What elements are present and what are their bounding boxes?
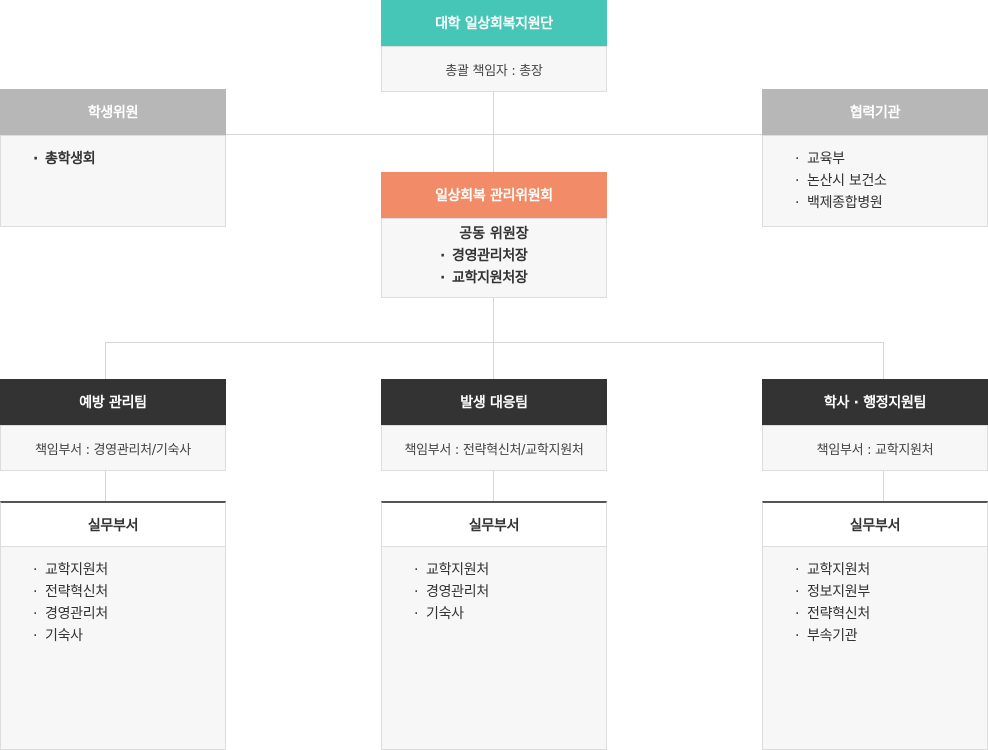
team-dept: 책임부서 : 교학지원처 bbox=[816, 442, 934, 458]
team-dept-box: 책임부서 : 전략혁신처/교학지원처 bbox=[381, 425, 607, 471]
list-item: 교학지원처 bbox=[31, 559, 225, 581]
connector-teams-horizontal bbox=[105, 342, 883, 343]
list-item: 부속기관 bbox=[793, 625, 987, 647]
list-item: 교학지원처 bbox=[793, 559, 987, 581]
team-dept-box: 책임부서 : 교학지원처 bbox=[762, 425, 988, 471]
partner-box: 교육부 논산시 보건소 백제종합병원 bbox=[762, 135, 988, 227]
connector-top-vertical bbox=[493, 91, 494, 172]
team-title: 학사 · 행정지원팀 bbox=[762, 379, 988, 425]
list-item: 경영관리처 bbox=[412, 581, 606, 603]
team-dept-box: 책임부서 : 경영관리처/기숙사 bbox=[0, 425, 226, 471]
work-list: 교학지원처 정보지원부 전략혁신처 부속기관 bbox=[793, 559, 987, 647]
committee-list: 경영관리처장 교학지원처장 bbox=[438, 245, 606, 289]
connector-team3-work bbox=[883, 470, 884, 501]
student-box: 총학생회 bbox=[0, 135, 226, 227]
list-item: 전략혁신처 bbox=[31, 581, 225, 603]
team-title: 예방 관리팀 bbox=[0, 379, 226, 425]
team-title: 발생 대응팀 bbox=[381, 379, 607, 425]
committee-box: 공동 위원장 경영관리처장 교학지원처장 bbox=[381, 218, 607, 298]
work-title: 실무부서 bbox=[0, 501, 226, 547]
partner-list: 교육부 논산시 보건소 백제종합병원 bbox=[793, 148, 987, 214]
connector-team3-vertical bbox=[883, 342, 884, 379]
connector-team2-vertical bbox=[493, 342, 494, 379]
list-item: 교학지원처장 bbox=[438, 267, 606, 289]
team-dept: 책임부서 : 전략혁신처/교학지원처 bbox=[404, 442, 584, 458]
list-item: 교육부 bbox=[793, 148, 987, 170]
partner-title: 협력기관 bbox=[762, 89, 988, 135]
list-item: 전략혁신처 bbox=[793, 603, 987, 625]
list-item: 교학지원처 bbox=[412, 559, 606, 581]
student-list: 총학생회 bbox=[31, 148, 225, 170]
work-box: 교학지원처 정보지원부 전략혁신처 부속기관 bbox=[762, 546, 988, 750]
list-item: 정보지원부 bbox=[793, 581, 987, 603]
work-list: 교학지원처 전략혁신처 경영관리처 기숙사 bbox=[31, 559, 225, 647]
list-item: 경영관리처장 bbox=[438, 245, 606, 267]
work-box: 교학지원처 전략혁신처 경영관리처 기숙사 bbox=[0, 546, 226, 750]
work-box: 교학지원처 경영관리처 기숙사 bbox=[381, 546, 607, 750]
work-title: 실무부서 bbox=[381, 501, 607, 547]
list-item: 총학생회 bbox=[31, 148, 225, 170]
committee-chair-label: 공동 위원장 bbox=[459, 226, 529, 242]
list-item: 경영관리처 bbox=[31, 603, 225, 625]
connector-team1-vertical bbox=[105, 342, 106, 379]
top-subtitle-box: 총괄 책임자 : 총장 bbox=[381, 46, 607, 92]
student-title: 학생위원 bbox=[0, 89, 226, 135]
committee-title: 일상회복 관리위원회 bbox=[381, 172, 607, 218]
work-list: 교학지원처 경영관리처 기숙사 bbox=[412, 559, 606, 625]
connector-team1-work bbox=[105, 470, 106, 501]
list-item: 기숙사 bbox=[412, 603, 606, 625]
list-item: 백제종합병원 bbox=[793, 192, 987, 214]
work-title: 실무부서 bbox=[762, 501, 988, 547]
connector-committee-vertical bbox=[493, 297, 494, 343]
connector-side-horizontal bbox=[225, 134, 763, 135]
top-title: 대학 일상회복지원단 bbox=[381, 0, 607, 46]
list-item: 기숙사 bbox=[31, 625, 225, 647]
connector-team2-work bbox=[493, 470, 494, 501]
list-item: 논산시 보건소 bbox=[793, 170, 987, 192]
team-dept: 책임부서 : 경영관리처/기숙사 bbox=[35, 442, 191, 458]
top-subtitle: 총괄 책임자 : 총장 bbox=[445, 63, 543, 79]
